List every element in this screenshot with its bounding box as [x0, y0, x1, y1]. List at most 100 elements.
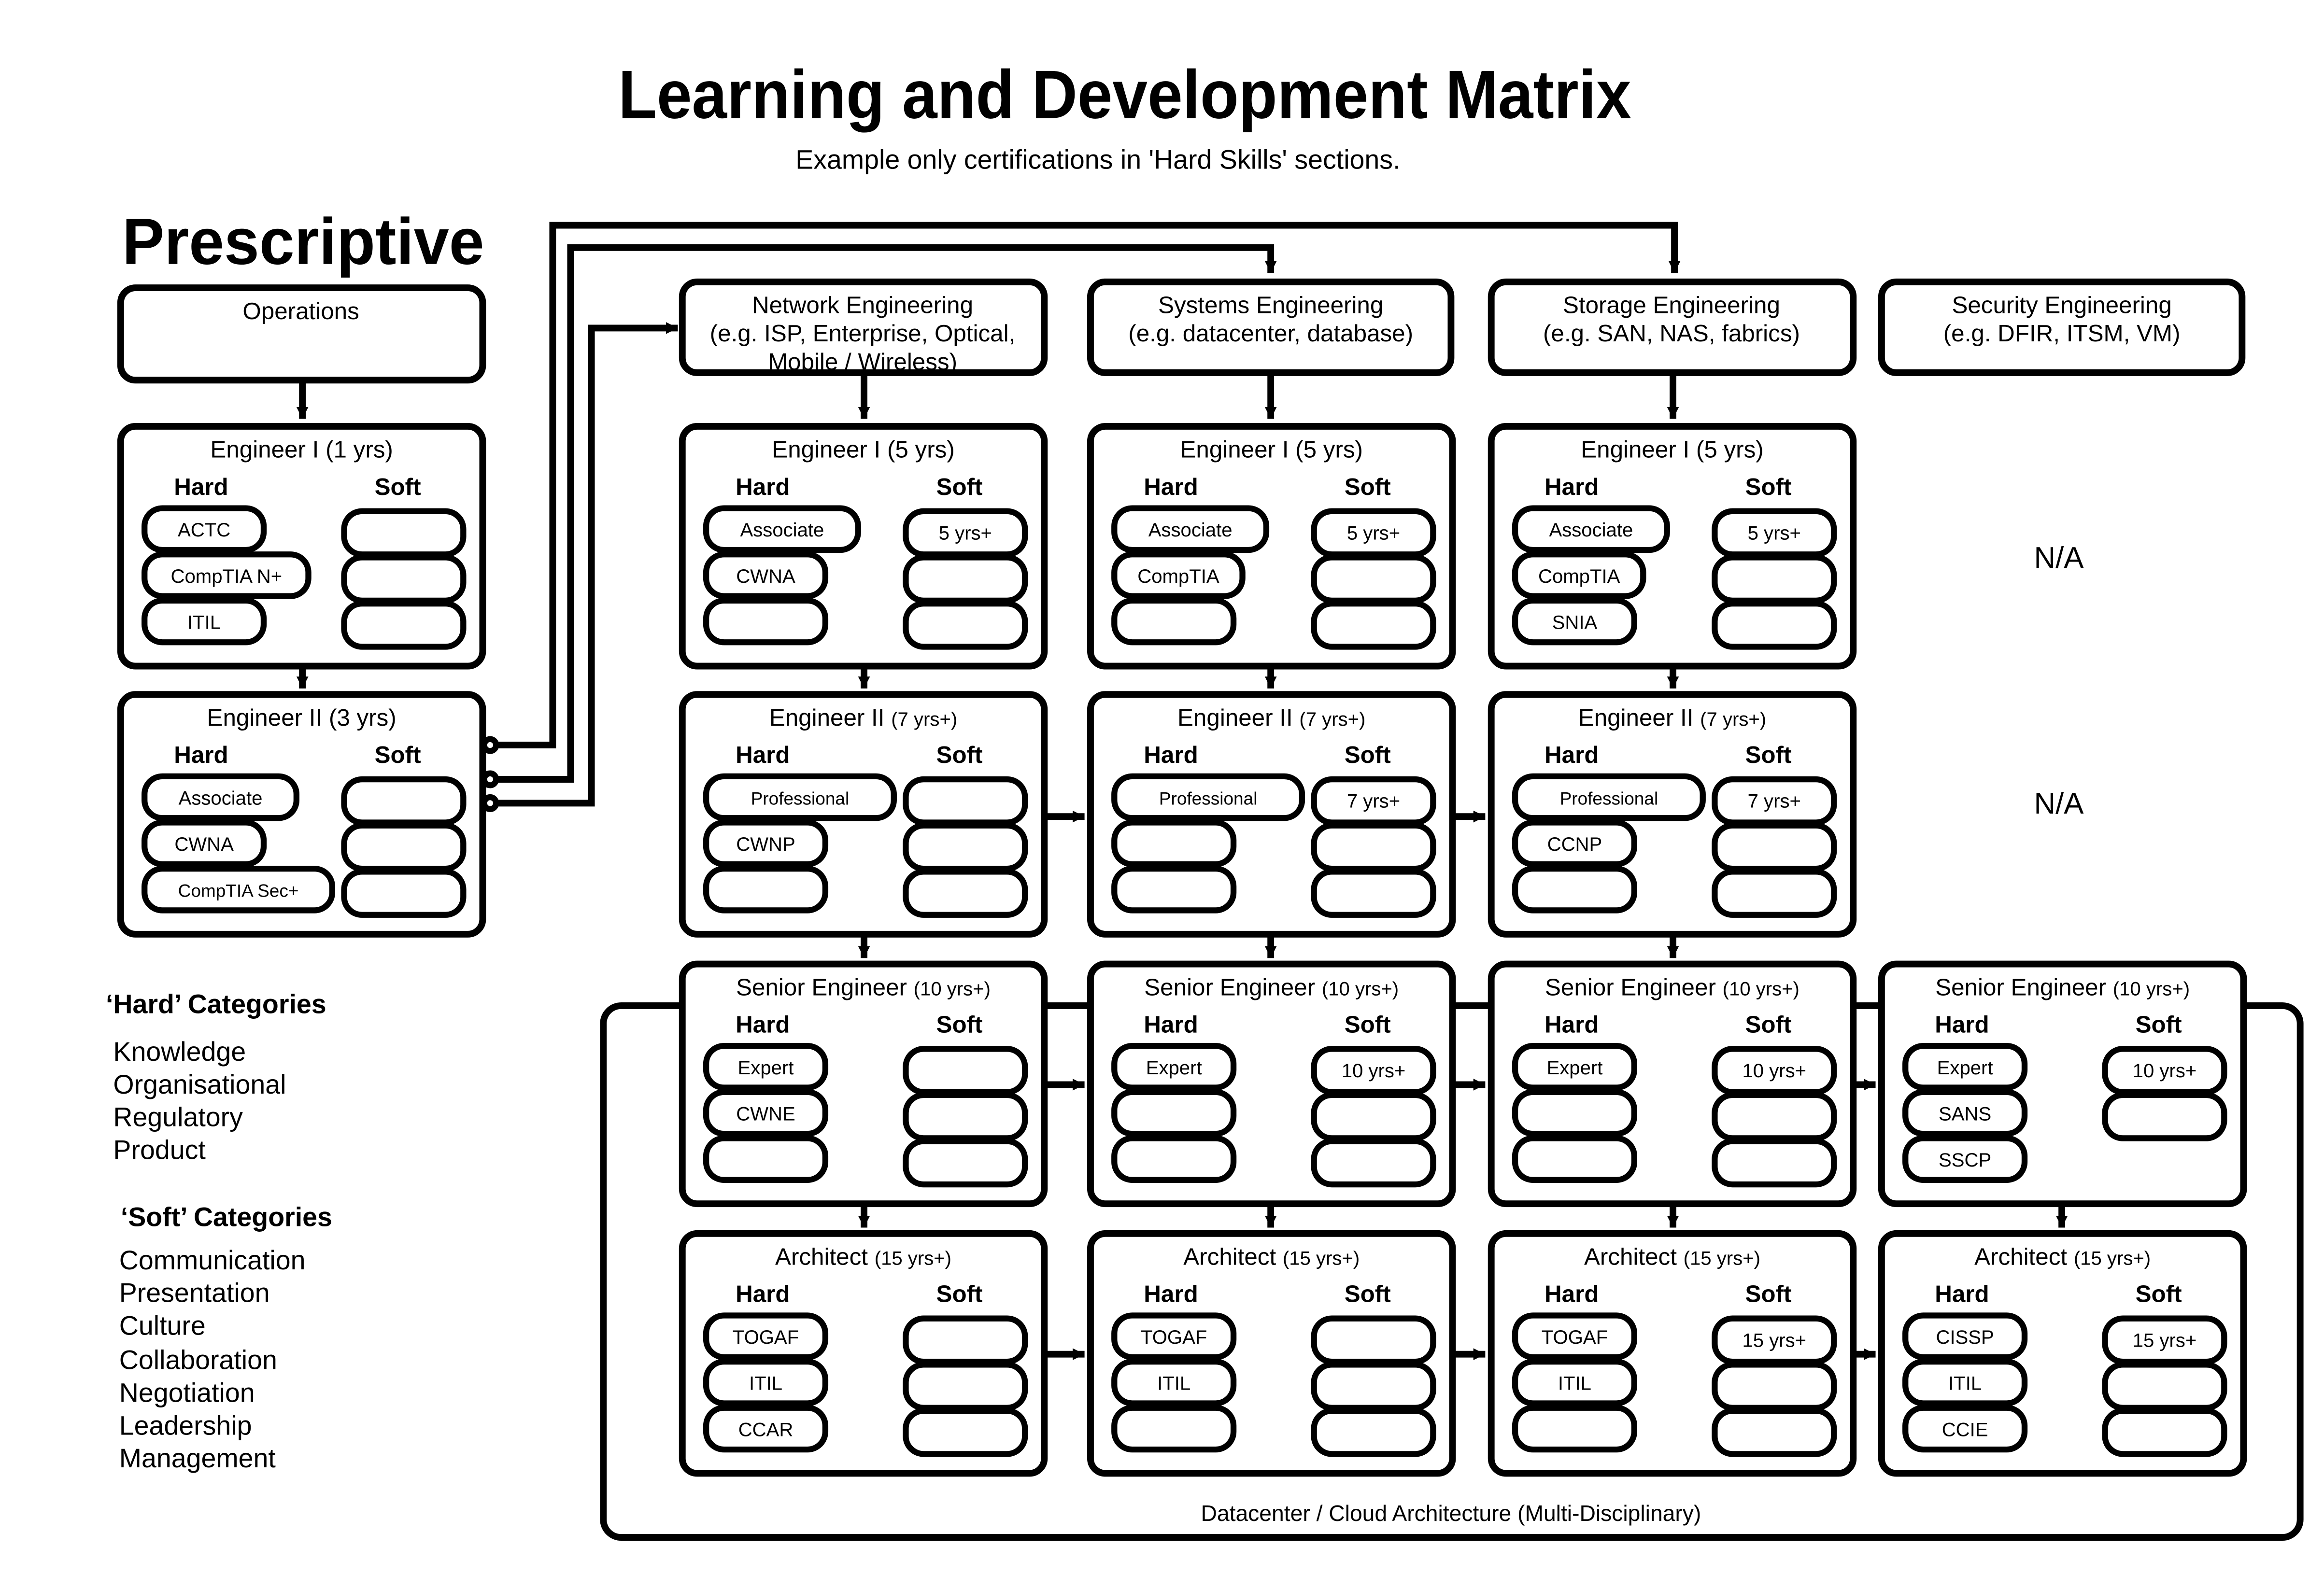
level-name: Engineer I — [210, 436, 319, 463]
level-title: Senior Engineer (10 yrs+) — [736, 974, 991, 1000]
hard-skill-label: CompTIA Sec+ — [178, 881, 299, 901]
soft-skill-pill — [2102, 1092, 2227, 1141]
level-title: Architect (15 yrs+) — [1183, 1244, 1360, 1270]
hard-skill-label: ITIL — [749, 1373, 782, 1394]
hard-skill-label: CompTIA N+ — [171, 566, 283, 587]
soft-skills-header: Soft — [1745, 742, 1791, 768]
soft-skill-pill — [341, 600, 467, 650]
soft-categories: ‘Soft’ Categories Communication Presenta… — [119, 1202, 332, 1473]
level-title: Engineer II (3 yrs) — [207, 704, 397, 731]
hard-skills-header: Hard — [1935, 1281, 1989, 1308]
hard-skill-label: TOGAF — [1141, 1327, 1207, 1348]
hard-skill-label: ITIL — [1948, 1373, 1982, 1394]
hard-skill-pill — [1512, 819, 1637, 868]
track-storage-engineering: Storage Engineering (e.g. SAN, NAS, fabr… — [1488, 278, 1857, 376]
soft-skill-pill — [1712, 822, 1837, 872]
hard-skill-pill — [703, 505, 861, 553]
diagram-subtitle: Example only certifications in 'Hard Ski… — [795, 144, 1400, 174]
soft-skill-pill — [1311, 1407, 1436, 1457]
soft-skill-pill — [903, 1407, 1028, 1457]
hard-skill-pill — [1512, 505, 1670, 553]
hard-skill-pill — [1111, 1405, 1237, 1453]
hard-skills-header: Hard — [1545, 1011, 1599, 1038]
soft-skill-pill — [1311, 1092, 1436, 1141]
hard-skill-pill — [1512, 1135, 1637, 1183]
level-name: Engineer I — [1581, 436, 1689, 463]
hard-skill-pill — [142, 505, 267, 553]
soft-skills-header: Soft — [1345, 742, 1391, 768]
hard-skill-pill — [1111, 819, 1237, 868]
track-security-title: Security Engineering — [1952, 292, 2171, 319]
hard-skill-label: ACTC — [178, 520, 230, 541]
track-storage-desc: (e.g. SAN, NAS, fabrics) — [1543, 320, 1800, 347]
level-title-space — [1276, 1244, 1283, 1270]
level-title: Engineer II (7 yrs+) — [1177, 704, 1365, 731]
hard-skill-pill — [1111, 865, 1237, 914]
hard-category-item: Regulatory — [113, 1102, 243, 1132]
hard-skill-pill — [703, 773, 897, 821]
hard-skill-pill — [1111, 1312, 1237, 1361]
hard-skills-header: Hard — [736, 742, 790, 768]
soft-category-item: Leadership — [119, 1410, 252, 1440]
soft-skill-pill — [1712, 600, 1837, 650]
soft-skill-pill — [1712, 869, 1837, 918]
level-experience: (7 yrs+) — [1299, 709, 1365, 730]
track-network-desc: Mobile / Wireless) — [768, 349, 957, 375]
hard-skill-pill — [1512, 1312, 1637, 1361]
soft-skill-label: 10 yrs+ — [2133, 1060, 2197, 1082]
hard-skill-label: SANS — [1939, 1103, 1991, 1125]
soft-skill-label: 10 yrs+ — [1742, 1060, 1806, 1082]
soft-skill-label: 7 yrs+ — [1347, 791, 1400, 812]
hard-category-item: Product — [113, 1135, 206, 1165]
level-title: Architect (15 yrs+) — [1584, 1244, 1760, 1270]
hard-categories-heading: ‘Hard’ Categories — [106, 989, 326, 1019]
level-name: Architect — [1183, 1244, 1276, 1270]
soft-skills-header: Soft — [1745, 474, 1791, 500]
soft-skill-pill — [903, 1362, 1028, 1411]
level-title: Architect (15 yrs+) — [775, 1244, 951, 1270]
hard-skills-header: Hard — [1144, 742, 1198, 768]
level-experience: (7 yrs+) — [891, 709, 957, 730]
soft-skill-pill — [2102, 1407, 2227, 1457]
hard-skill-pill — [703, 819, 829, 868]
level-title-space — [1716, 974, 1723, 1000]
level-title: Engineer II (7 yrs+) — [769, 704, 957, 731]
connector-to-systems — [496, 244, 1277, 783]
level-title-space — [1689, 436, 1696, 463]
soft-skills-header: Soft — [1745, 1281, 1791, 1308]
hard-skill-label: SNIA — [1552, 612, 1598, 633]
soft-skills-header: Soft — [375, 742, 421, 768]
soft-skill-pill — [1712, 1362, 1837, 1411]
hard-skill-label: CWNA — [736, 566, 795, 587]
soft-skill-pill — [903, 1138, 1028, 1188]
hard-skills-header: Hard — [1935, 1011, 1989, 1038]
hard-skill-pill — [703, 1312, 829, 1361]
soft-skill-label: 5 yrs+ — [1347, 522, 1400, 544]
level-experience: (5 yrs) — [887, 436, 955, 463]
soft-category-item: Culture — [119, 1311, 206, 1341]
level-name: Senior Engineer — [1144, 974, 1315, 1000]
level-title: Engineer I (5 yrs) — [1581, 436, 1763, 463]
soft-skill-label: 10 yrs+ — [1342, 1060, 1406, 1082]
soft-skill-pill — [1712, 554, 1837, 604]
soft-skill-pill — [1712, 1092, 1837, 1141]
level-title: Engineer I (1 yrs) — [210, 436, 393, 463]
hard-skill-pill — [1902, 1135, 2028, 1183]
level-title-space — [880, 436, 887, 463]
hard-skill-pill — [1111, 1358, 1237, 1406]
hard-skill-label: Professional — [751, 788, 850, 808]
hard-skills-header: Hard — [1545, 742, 1599, 768]
diagram-title: Learning and Development Matrix — [618, 56, 1631, 133]
hard-skill-pill — [1111, 551, 1246, 599]
hard-skill-pill — [1902, 1358, 2028, 1406]
soft-skills-header: Soft — [1345, 474, 1391, 500]
hard-skill-label: CCIE — [1942, 1419, 1988, 1440]
hard-skill-label: Associate — [179, 788, 263, 809]
level-title-space — [1693, 704, 1700, 731]
hard-skill-label: SSCP — [1939, 1150, 1991, 1171]
